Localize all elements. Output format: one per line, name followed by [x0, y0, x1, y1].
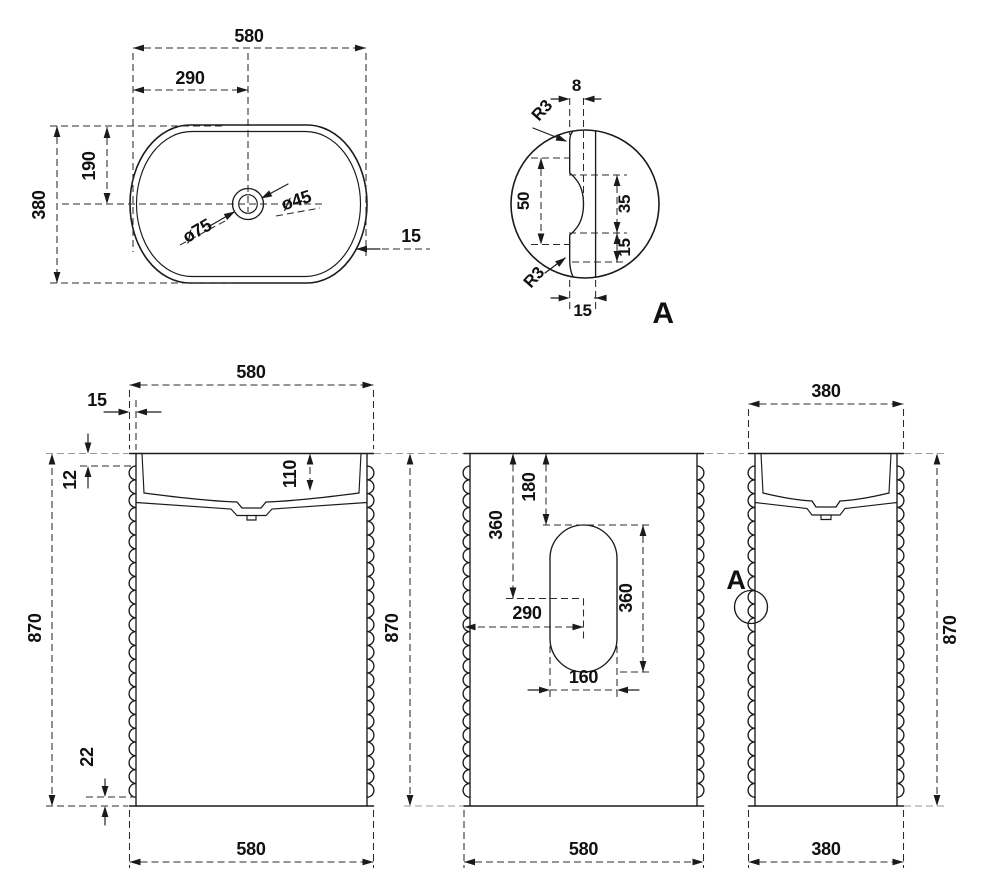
dim-back-cutout-height: 360 [616, 583, 636, 612]
dim-back-height: 870 [382, 613, 402, 642]
dim-plan-overall-width: 580 [234, 26, 263, 46]
detail-view-a: 8 R3 50 35 15 R3 15 A [510, 76, 674, 330]
dim-side-height: 870 [940, 615, 960, 644]
dim-back-cutout-center-x: 290 [512, 603, 541, 623]
dim-plan-overall-depth: 380 [29, 190, 49, 219]
front-view: 580 15 12 110 870 22 [25, 362, 375, 868]
dim-back-bottom-width: 580 [569, 839, 598, 859]
dim-plan-center-x: 290 [175, 68, 204, 88]
dim-detail-flute-arc: 35 [615, 195, 634, 213]
dim-detail-flute-depth: 8 [572, 76, 581, 95]
detail-title: A [652, 297, 673, 330]
dim-detail-bottom-fillet: R3 [520, 263, 548, 291]
detail-callout-label: A [726, 565, 745, 595]
detail-callout-circle [733, 589, 769, 625]
dim-detail-flute-pitch: 50 [514, 192, 533, 210]
dim-front-flute-offset: 15 [87, 390, 107, 410]
dim-back-cutout-center-y: 360 [486, 510, 506, 539]
dim-plan-center-y: 190 [79, 151, 99, 180]
dim-side-top-width: 380 [811, 381, 840, 401]
front-basin-bottom [143, 492, 360, 509]
front-right-flutes [366, 465, 375, 798]
dim-front-height: 870 [25, 613, 45, 642]
dim-front-rim-gap: 12 [60, 470, 80, 490]
side-basin-bottom [762, 492, 890, 508]
side-right-flutes [896, 465, 905, 798]
dim-front-floor-gap: 22 [77, 747, 97, 767]
front-left-flutes [128, 465, 137, 798]
dim-front-top-width: 580 [236, 362, 265, 382]
drain-outer-circle [231, 187, 265, 221]
side-drain-boss [820, 514, 832, 521]
dim-detail-top-fillet: R3 [528, 96, 556, 124]
front-shell-underside [135, 501, 368, 517]
dim-detail-wall-thickness: 15 [573, 301, 591, 320]
detail-boundary-circle [510, 129, 660, 279]
dim-front-bottom-width: 580 [236, 839, 265, 859]
dim-back-cutout-width: 160 [569, 667, 598, 687]
plan-view: 580 290 190 380 15 ø75 ø45 [29, 26, 430, 284]
flute-profile [569, 130, 585, 278]
dim-side-bottom-width: 380 [811, 839, 840, 859]
dim-front-basin-depth: 110 [280, 460, 300, 488]
side-left-flutes [747, 465, 756, 798]
front-drain-boss [246, 514, 257, 521]
back-left-flutes [462, 465, 471, 798]
back-view: 870 180 360 290 360 160 [374, 452, 705, 868]
side-shell-underside [754, 501, 898, 516]
back-right-flutes [696, 465, 705, 798]
dim-plan-rim-thickness: 15 [401, 226, 421, 246]
dim-detail-flute-flat: 15 [615, 238, 634, 256]
side-view: A 380 870 380 [706, 381, 960, 868]
dim-back-cutout-top: 180 [519, 472, 539, 501]
